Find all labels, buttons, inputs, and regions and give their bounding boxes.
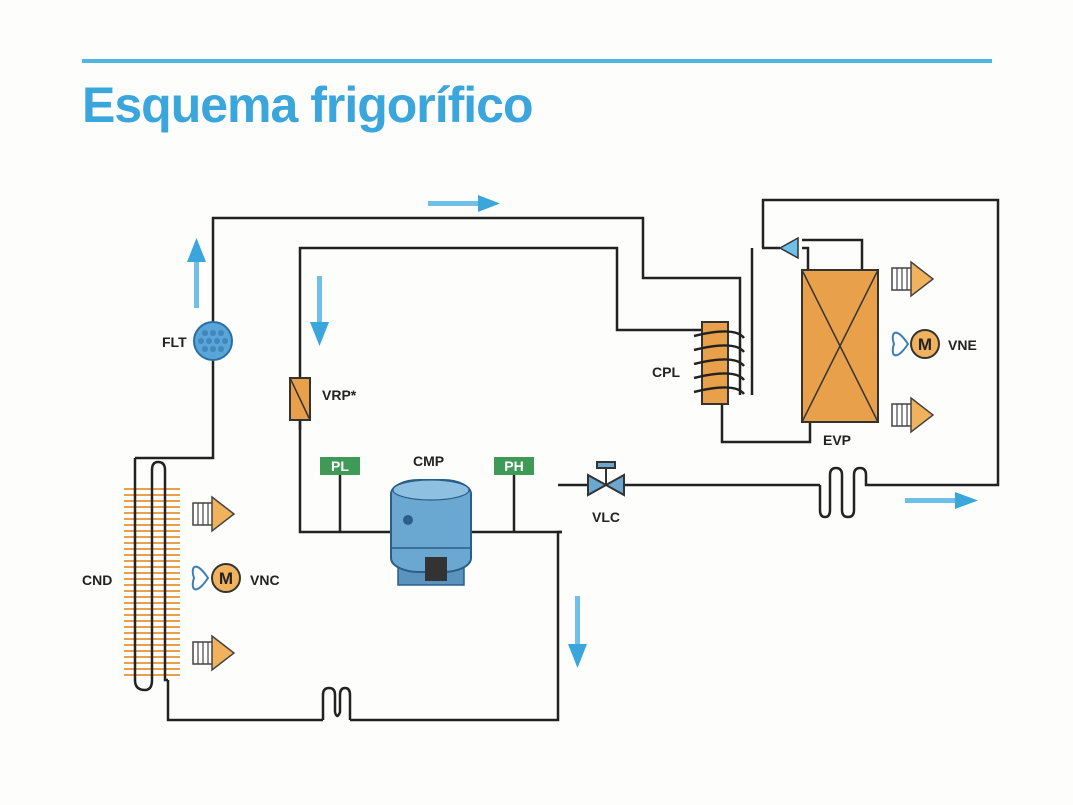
top-rule — [82, 59, 992, 63]
flow-arrow-icon — [187, 238, 206, 308]
capillary-tube-evp — [818, 466, 868, 519]
label-cnd: CND — [82, 572, 112, 588]
motor-icon: M — [211, 563, 241, 593]
label-cmp: CMP — [413, 453, 444, 469]
filter-icon — [193, 321, 233, 361]
page-title: Esquema frigorífico — [82, 77, 534, 133]
fan-icon — [891, 331, 910, 357]
airflow-arrow-icon — [192, 495, 236, 533]
flow-arrow-icon — [310, 276, 329, 346]
label-evp: EVP — [823, 432, 851, 448]
flow-arrow-icon — [428, 195, 500, 212]
condenser — [124, 458, 180, 692]
evaporator — [778, 236, 879, 423]
pressure-switch-low: PL — [320, 457, 360, 475]
label-pl: PL — [331, 458, 349, 474]
label-flt: FLT — [162, 334, 187, 350]
flow-arrow-icon — [905, 492, 978, 509]
vrp-valve — [289, 377, 311, 421]
label-ph: PH — [504, 458, 523, 474]
refrigerant-piping — [135, 198, 1000, 722]
cpl-heat-exchanger — [693, 321, 745, 405]
label-vrp: VRP* — [322, 387, 357, 403]
airflow-arrow-icon — [192, 634, 236, 672]
flow-arrow-icon — [568, 596, 587, 668]
motor-label: M — [918, 335, 932, 354]
capillary-tube-bottom — [321, 686, 352, 720]
expansion-valve-icon — [587, 461, 625, 497]
fan-icon — [191, 565, 210, 591]
pressure-switch-high: PH — [494, 457, 534, 475]
compressor — [390, 479, 472, 586]
motor-icon: M — [910, 329, 940, 359]
airflow-arrow-icon — [891, 260, 935, 298]
label-vnc: VNC — [250, 572, 280, 588]
label-vlc: VLC — [592, 509, 620, 525]
motor-label: M — [219, 569, 233, 588]
label-vne: VNE — [948, 337, 977, 353]
airflow-arrow-icon — [891, 396, 935, 434]
label-cpl: CPL — [652, 364, 680, 380]
